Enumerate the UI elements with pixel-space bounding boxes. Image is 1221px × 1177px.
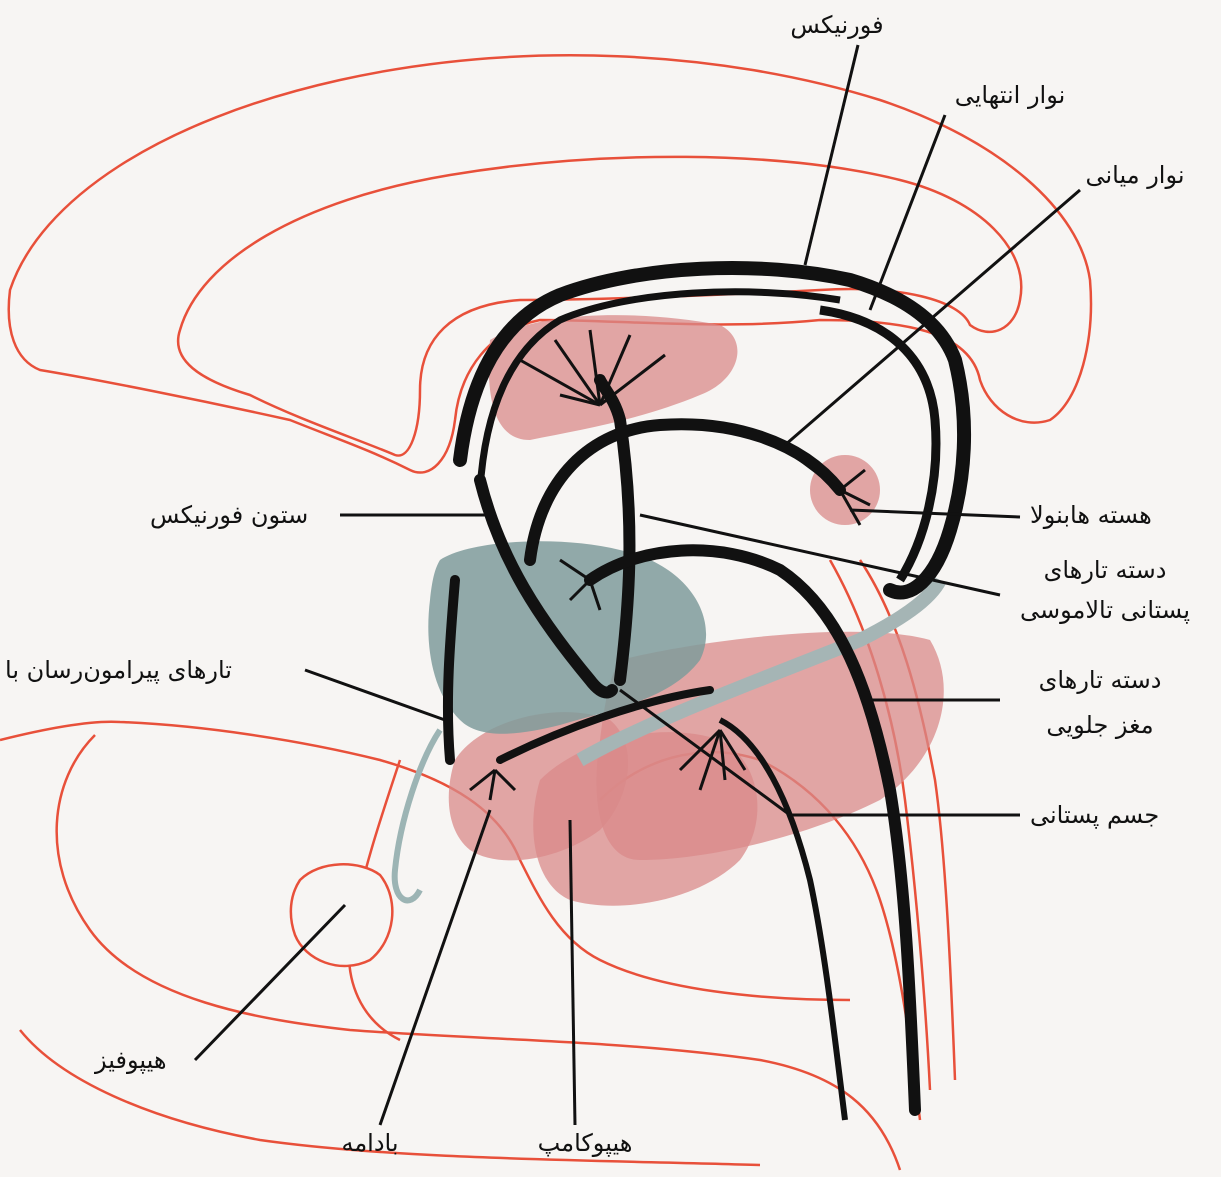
label-amygdala: بادامه — [341, 1128, 398, 1158]
label-fornix-column: ستون فورنیکس — [150, 500, 308, 530]
stria-medullaris-tract — [530, 424, 840, 560]
label-hippocampus: هیپوکامپ — [538, 1128, 633, 1158]
label-stria-medullaris: نوار میانی — [1085, 160, 1184, 190]
label-mammillothalamic-tract-line2: پستانی تالاموسی — [1020, 595, 1190, 625]
label-stria-terminalis: نوار انتهایی — [955, 80, 1066, 110]
label-mammillothalamic-tract-line1: دسته تارهای — [1044, 555, 1167, 585]
stria-terminalis-tract — [820, 310, 936, 580]
label-forebrain-bundle-line1: دسته تارهای — [1039, 665, 1162, 695]
pituitary-shape — [291, 864, 392, 966]
optic-tract — [395, 730, 440, 900]
label-amygdalofugal-fibers: تارهای پیرامون‌رسان با — [5, 655, 232, 685]
label-fornix: فورنیکس — [790, 10, 883, 40]
label-habenular-nucleus: هسته هابنولا — [1030, 500, 1152, 530]
label-forebrain-bundle-line2: مغز جلویی — [1046, 710, 1153, 740]
label-mammillary-body: جسم پستانی — [1030, 800, 1159, 830]
label-hypophysis: هیپوفیز — [95, 1045, 167, 1075]
